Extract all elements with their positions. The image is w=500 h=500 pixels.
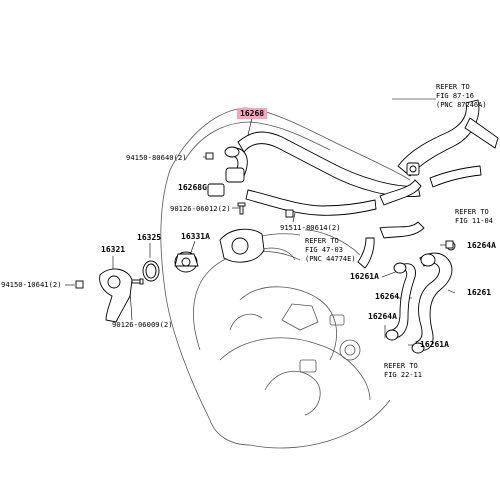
refer-note-47-03[interactable]: REFER TO FIG 47-03 (PNC 44774E) [305, 237, 356, 263]
part-label-90126-06009[interactable]: 90126-06009(2) [112, 320, 173, 329]
heater-hose-upper [397, 99, 499, 188]
thermostat-parts [75, 152, 454, 323]
part-label-16264a-top[interactable]: 16264A [467, 241, 496, 250]
refer-note-22-11[interactable]: REFER TO FIG 22-11 [384, 362, 422, 379]
refer-note-87-16[interactable]: REFER TO FIG 87-16 (PNC 87246A) [436, 83, 487, 109]
thermostat-icon [174, 251, 199, 273]
part-label-91511-80614[interactable]: 91511-80614(2) [280, 223, 341, 232]
part-label-94150-80640[interactable]: 94150-80640(2) [126, 153, 187, 162]
part-label-90126-06012[interactable]: 90126-06012(2) [170, 204, 231, 213]
part-label-16325[interactable]: 16325 [137, 233, 162, 242]
bolt-icon [75, 152, 454, 289]
part-label-16261a-top[interactable]: 16261A [350, 272, 379, 281]
part-label-16321[interactable]: 16321 [101, 245, 126, 254]
highlight-badge[interactable]: 16268 [237, 108, 268, 119]
radiator-hoses [357, 221, 456, 354]
part-label-16268[interactable]: 16268 [237, 108, 268, 119]
part-label-16264[interactable]: 16264 [375, 292, 400, 301]
part-label-16268g[interactable]: 16268G [178, 183, 207, 192]
part-label-94150-10641[interactable]: 94150-10641(2) [1, 280, 62, 289]
part-label-16261[interactable]: 16261 [467, 288, 492, 297]
leader-lines [65, 98, 456, 346]
engine-outline [160, 107, 411, 449]
part-label-16264a-bottom[interactable]: 16264A [368, 312, 397, 321]
bypass-pipe [207, 131, 422, 216]
part-label-16261a-bottom[interactable]: 16261A [420, 340, 449, 349]
part-label-16331a[interactable]: 16331A [181, 232, 210, 241]
refer-note-11-04[interactable]: REFER TO FIG 11-04 [455, 208, 493, 225]
